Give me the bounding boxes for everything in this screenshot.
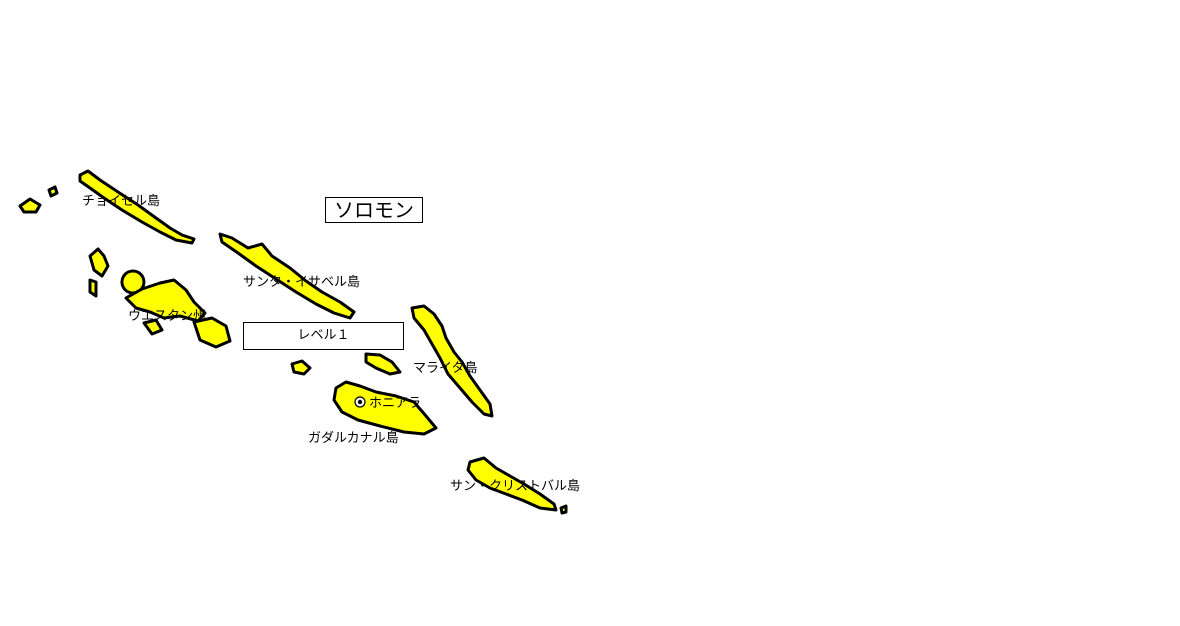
san-cristobal-island bbox=[466, 456, 558, 512]
label-san-cristobal: サン・クリストバル島 bbox=[450, 479, 580, 494]
shortland-island bbox=[18, 197, 42, 214]
label-malaita: マライタ島 bbox=[413, 361, 477, 376]
level-label: レベル１ bbox=[243, 322, 404, 350]
santa-isabel-island bbox=[218, 232, 356, 320]
label-santa-isabel: サンタ・イサベル島 bbox=[243, 275, 360, 290]
small-islet bbox=[559, 504, 568, 515]
label-honiara: ホニアラ bbox=[369, 396, 421, 411]
small-islet bbox=[47, 185, 59, 198]
label-western: ウエスタン州 bbox=[128, 309, 206, 324]
ranongga-island bbox=[88, 278, 98, 298]
map-title: ソロモン bbox=[325, 197, 423, 223]
rendova-island bbox=[142, 318, 164, 336]
russell-islands bbox=[290, 359, 312, 376]
label-guadalcanal: ガダルカナル島 bbox=[308, 431, 399, 446]
capital-marker-dot bbox=[357, 399, 363, 405]
vangunu-island bbox=[192, 316, 232, 349]
vella-lavella-island bbox=[88, 247, 110, 278]
florida-islands bbox=[364, 352, 402, 376]
malaita-island bbox=[410, 304, 494, 418]
kolombangara-island bbox=[120, 269, 146, 295]
guadalcanal-island bbox=[332, 380, 438, 436]
choiseul-island bbox=[78, 169, 196, 245]
label-choiseul: チョイセル島 bbox=[82, 194, 160, 209]
new-georgia-island bbox=[124, 278, 207, 323]
